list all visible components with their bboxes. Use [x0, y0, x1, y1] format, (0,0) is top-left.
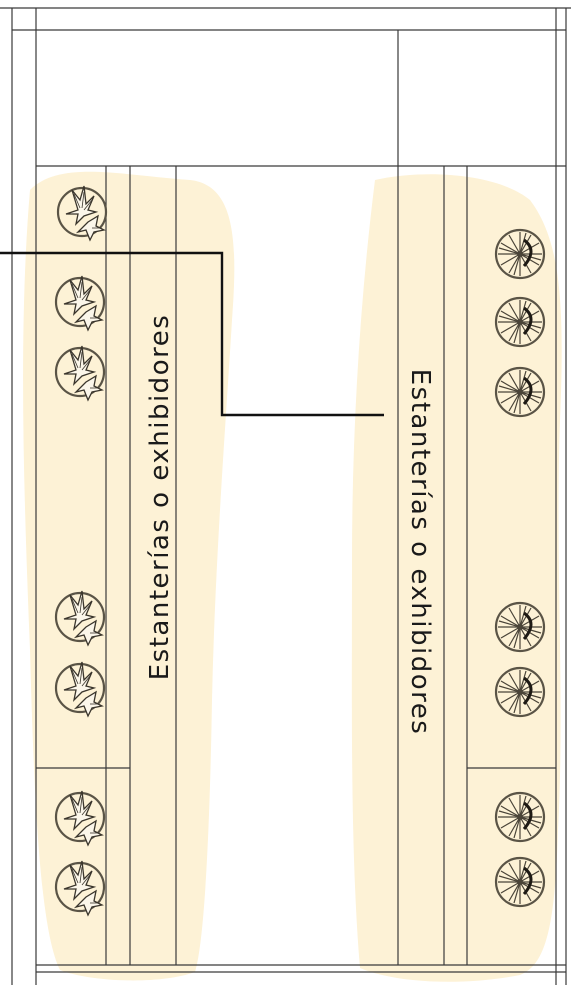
wall-lines [0, 7, 571, 985]
left-shelf-label: Estanterías o exhibidores [145, 314, 175, 681]
right-shelf-label: Estanterías o exhibidores [405, 369, 435, 736]
right-planting-zone [351, 174, 562, 982]
right-shelving-unit [397, 166, 556, 965]
palm-plant-icon [494, 296, 546, 348]
palm-plant-icon [494, 791, 546, 843]
palm-plant-icon [494, 601, 546, 653]
palm-plant-icon [494, 666, 546, 718]
palm-plant-icon [494, 228, 546, 280]
left-shelving-unit [36, 166, 177, 965]
left-planting-zone [23, 171, 235, 981]
leader-line [0, 251, 384, 417]
palm-plant-icon [494, 856, 546, 908]
palm-plant-icon [494, 366, 546, 418]
